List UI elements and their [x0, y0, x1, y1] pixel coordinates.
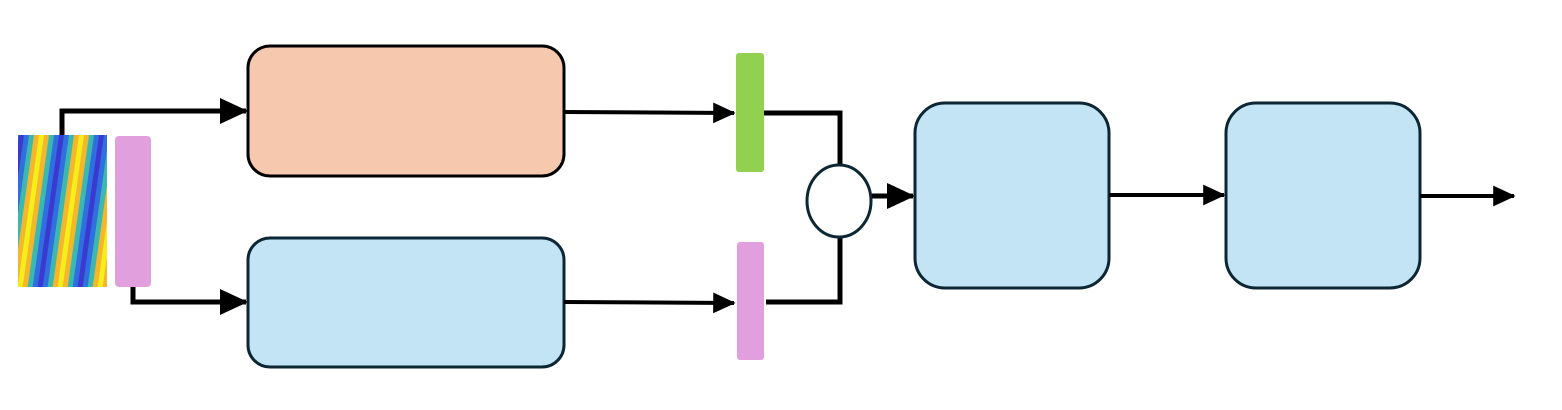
- arrow-input-to-top-block: [59, 98, 249, 135]
- input-image-stripe: [18, 135, 26, 287]
- input-image-stripe: [18, 135, 46, 287]
- input-image-stripe: [18, 135, 21, 287]
- input-image-stripe: [91, 135, 107, 287]
- input-image-stripe: [46, 135, 76, 287]
- input-image-stripe: [18, 135, 31, 287]
- block-3: [913, 101, 1111, 290]
- input-image-stripe: [81, 135, 107, 287]
- input-image-stripe: [21, 135, 51, 287]
- input-image-stripe: [0, 130, 5, 295]
- input-image-stripe: [31, 135, 61, 287]
- fusion-node: [805, 163, 873, 239]
- input-image-stripe: [96, 135, 107, 287]
- bottom-branch-block: [246, 236, 566, 369]
- input-image-stripe: [36, 135, 66, 287]
- input-image-stripe: [26, 135, 56, 287]
- block-4: [1224, 101, 1422, 290]
- input-image-stripe: [41, 135, 71, 287]
- input-image-stripe: [66, 135, 96, 287]
- input-image-stripe: [18, 135, 36, 287]
- bottom-feature-bar: [737, 242, 764, 360]
- input-image-stripe: [61, 135, 91, 287]
- arrow-top-block-to-feature: [563, 102, 736, 124]
- top-branch-block: [246, 44, 566, 178]
- input-image-stripe: [86, 135, 107, 287]
- arrow-input-to-bottom-block: [130, 287, 249, 315]
- input-image-stripe: [71, 135, 101, 287]
- arrow-bottom-block-to-feature: [563, 292, 736, 314]
- input-tag: [115, 136, 151, 287]
- input-image-stripe: [0, 130, 15, 295]
- connector-bottom-feature-to-fusion: [766, 237, 843, 305]
- connector-top-feature-to-fusion: [764, 110, 843, 166]
- input-image-stripe: [56, 135, 86, 287]
- input-image-stripe: [76, 135, 106, 287]
- input-image-stripe: [0, 130, 10, 295]
- input-image-stripe: [51, 135, 81, 287]
- top-feature-bar: [736, 53, 764, 172]
- input-image-stripe: [18, 135, 41, 287]
- input-image: [0, 130, 107, 295]
